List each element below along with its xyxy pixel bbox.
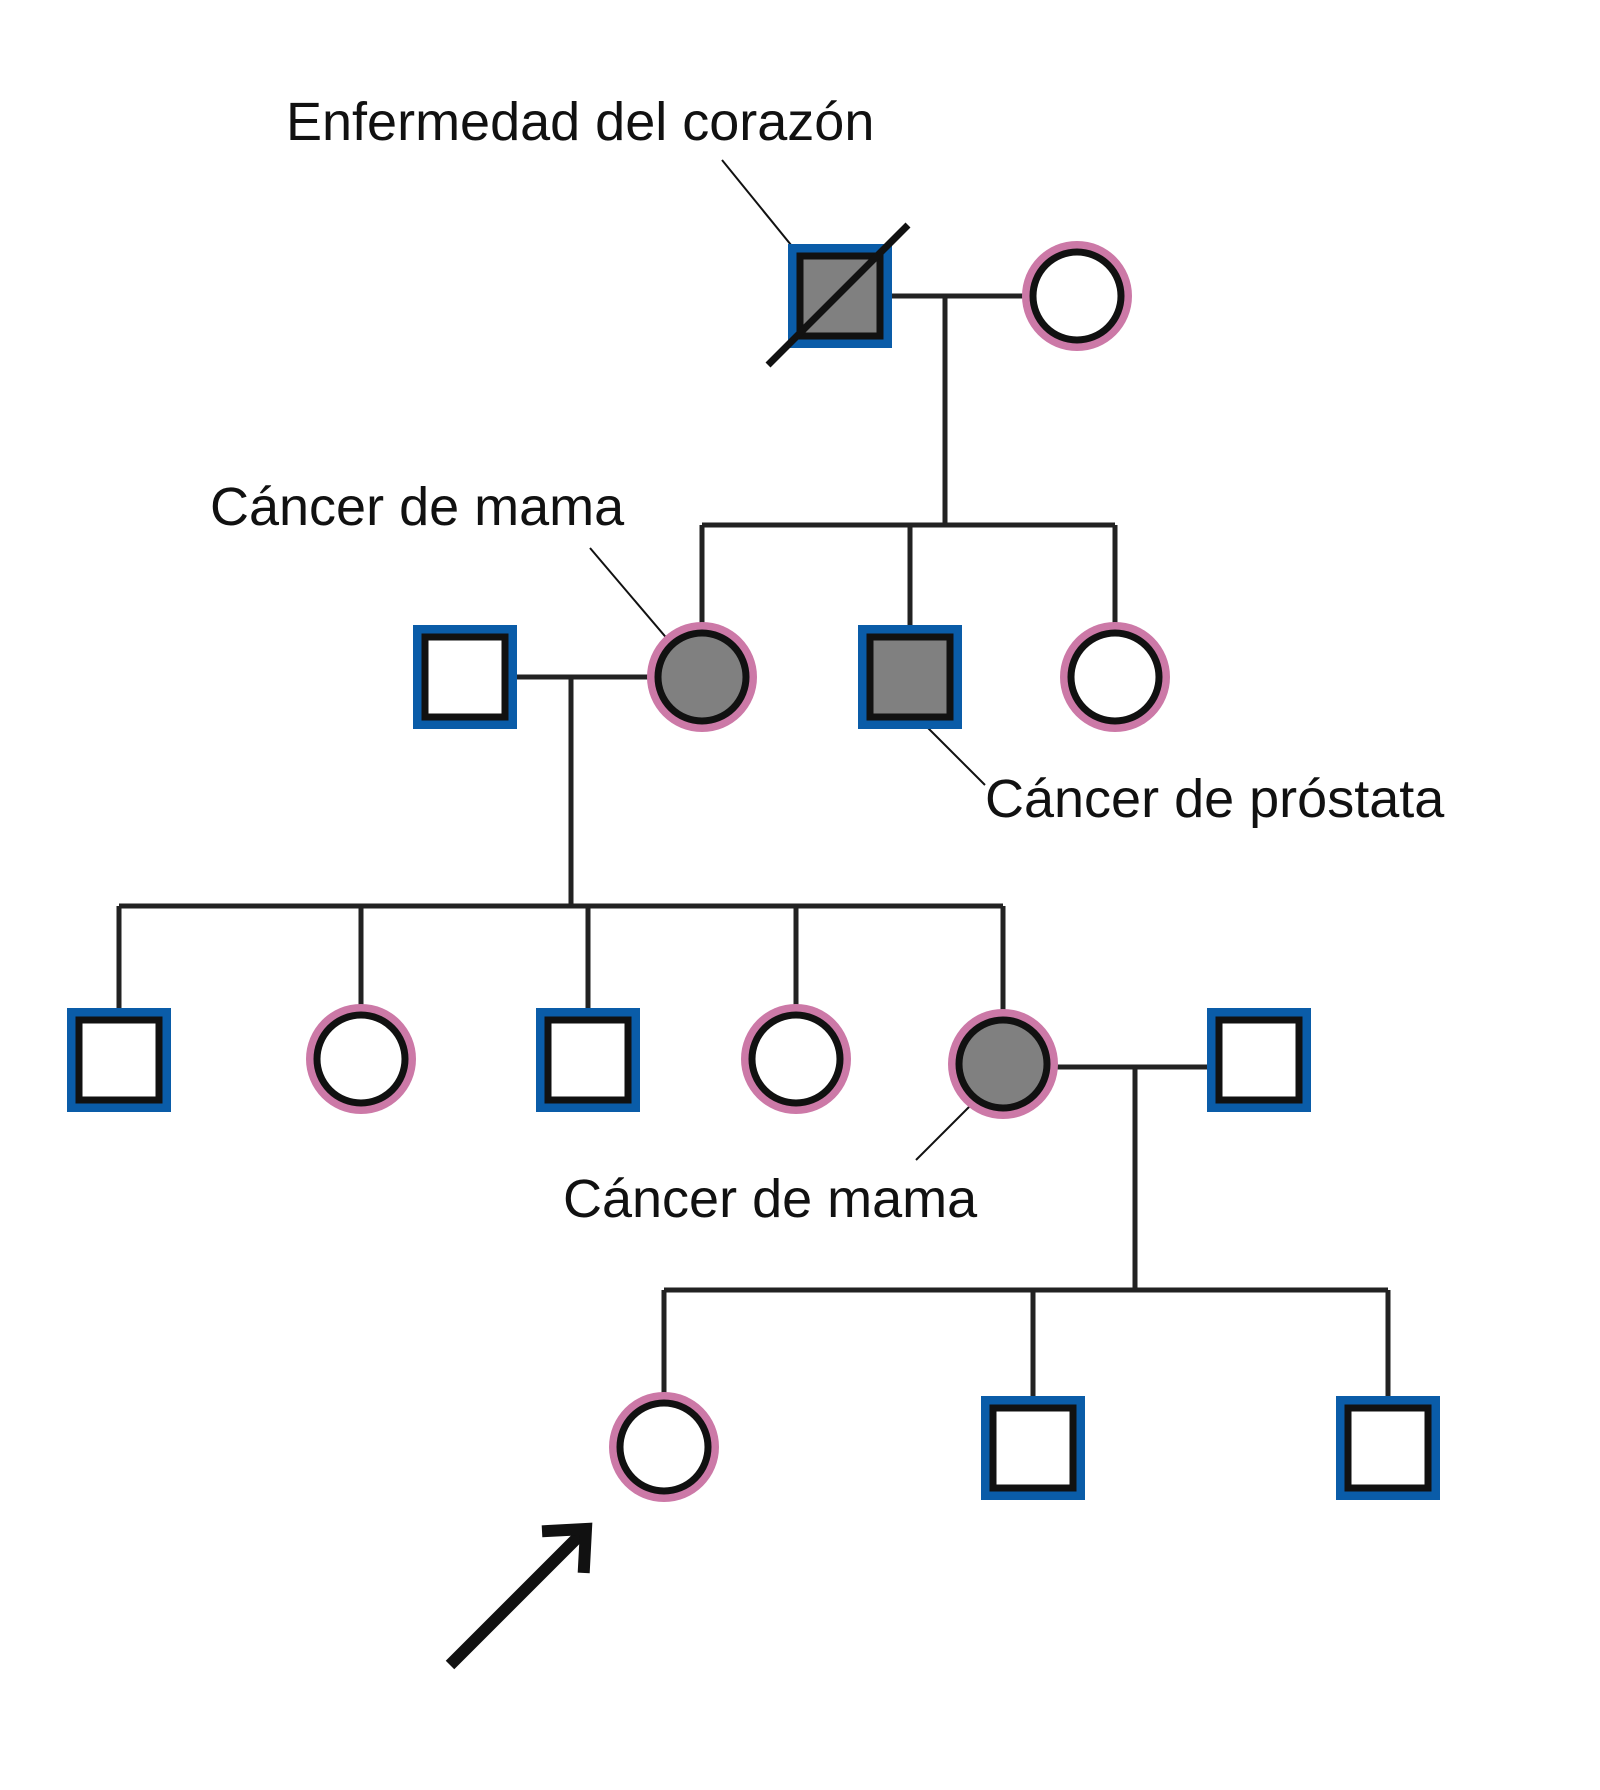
- individual-g2-daughter: [647, 622, 757, 732]
- individual-g3-daughter-3: [948, 1009, 1058, 1119]
- individual-g2-son: [858, 625, 962, 729]
- deceased-slash: [765, 222, 911, 368]
- individual-g3-daughter-1: [306, 1004, 416, 1114]
- individual-g4-son-2: [1336, 1396, 1440, 1500]
- female-symbol: [955, 1016, 1051, 1112]
- male-symbol: [989, 1404, 1077, 1492]
- individual-g2-husband: [413, 625, 517, 729]
- male-symbol: [866, 633, 954, 721]
- annotation-breast-cancer-gen3: Cáncer de mama: [563, 1169, 978, 1229]
- female-symbol: [1067, 629, 1163, 725]
- female-symbol: [313, 1011, 409, 1107]
- annotation-heart-disease: Enfermedad del corazón: [286, 92, 874, 152]
- individual-g3-daughter-2: [741, 1004, 851, 1114]
- male-symbol: [421, 633, 509, 721]
- individual-g1-mother: [1022, 241, 1132, 351]
- annotation-prostate-cancer: Cáncer de próstata: [985, 769, 1445, 829]
- individual-g4-daughter: [609, 1392, 719, 1502]
- individual-g4-son-1: [981, 1396, 1085, 1500]
- male-symbol: [1215, 1016, 1303, 1104]
- proband-arrow-icon: [445, 1522, 593, 1670]
- female-symbol: [616, 1399, 712, 1495]
- female-symbol: [1029, 248, 1125, 344]
- male-symbol: [75, 1016, 163, 1104]
- leader-breast-cancer-gen2: [589, 547, 676, 649]
- annotation-breast-cancer-gen2: Cáncer de mama: [210, 477, 625, 537]
- female-symbol: [654, 629, 750, 725]
- individual-g3-husband: [1207, 1008, 1311, 1112]
- pedigree-lines: [116, 293, 1391, 1403]
- leader-heart-disease: [721, 159, 801, 257]
- individual-g2-daughter-2: [1060, 622, 1170, 732]
- male-symbol: [1344, 1404, 1432, 1492]
- leader-prostate-cancer: [917, 717, 986, 786]
- male-symbol: [544, 1016, 632, 1104]
- annotation-leaders: [589, 159, 986, 1161]
- individual-g3-son-1: [67, 1008, 171, 1112]
- individuals: [67, 241, 1440, 1502]
- leader-breast-cancer-gen3: [915, 1103, 973, 1161]
- individual-g3-son-2: [536, 1008, 640, 1112]
- female-symbol: [748, 1011, 844, 1107]
